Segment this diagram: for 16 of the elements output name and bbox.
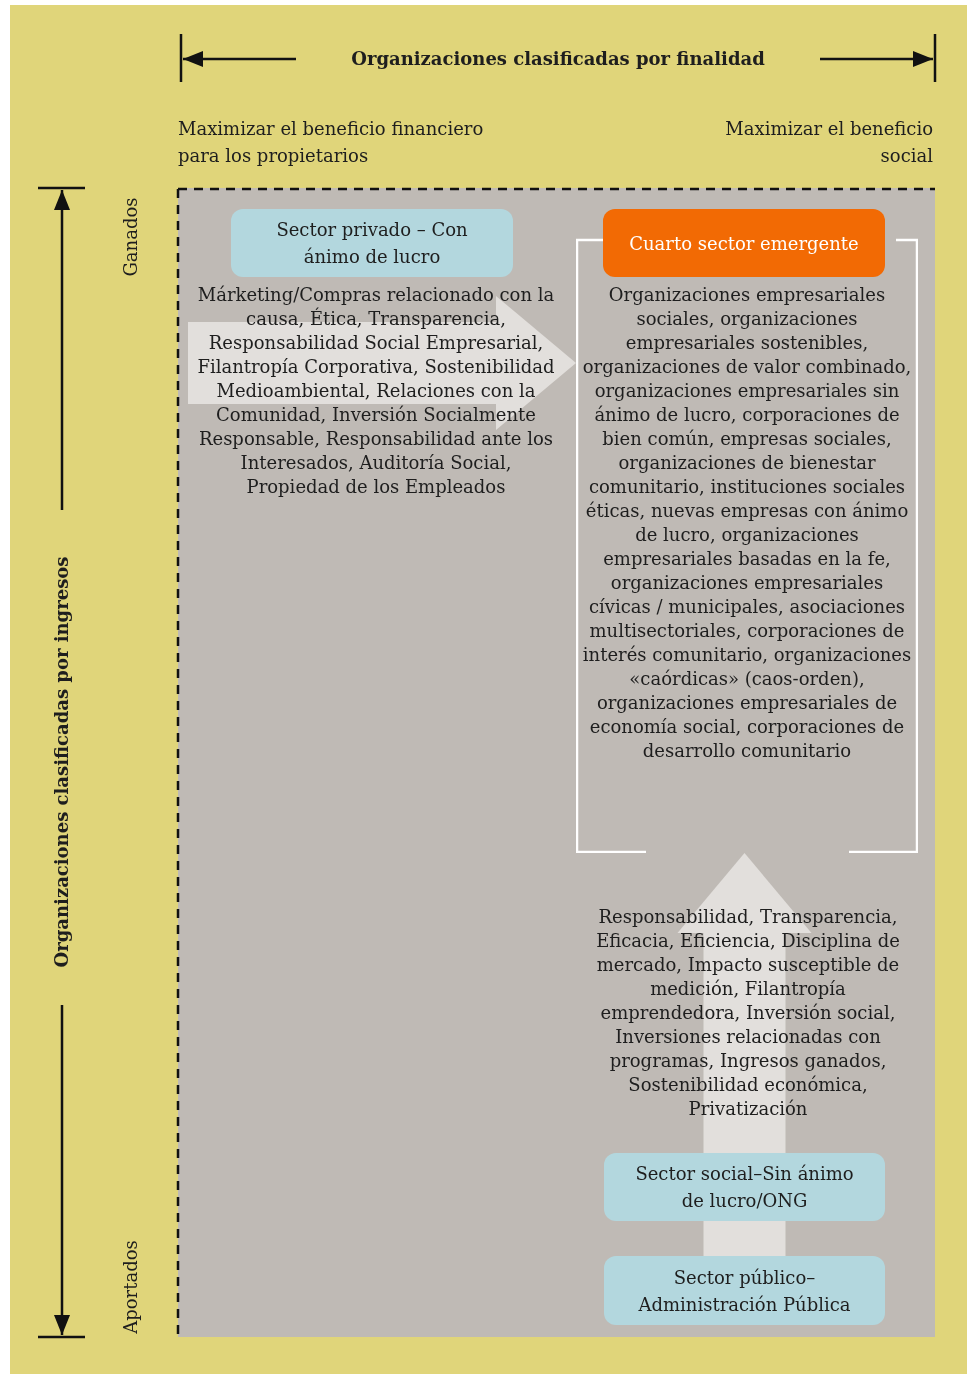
axis-end-label: Aportados (119, 1240, 142, 1334)
axis-end-label: Maximizar el beneficio financiero para los propietarios (178, 117, 485, 168)
sector-description: Organizaciones empresariales sociales, organizaciones empresariales sostenibles, organizaciones de valor combinado, organizaciones empresariales sin ánimo de lucro, corporaciones de bien común, empresas sociales, organizaciones de bienestar comunitario, instituciones sociales éticas, nuevas empresas con ánimo de lucro, organizaciones empresariales basadas en la fe, organizaciones empresariales cívicas / municipales, asociaciones multisectoriales, corporaciones de interés comunitario, organizaciones «caórdicas» (caos-orden), organizaciones empresariales de economía social, corporaciones de desarrollo comunitario (582, 283, 912, 763)
axis-end-label: Ganados (119, 197, 142, 277)
sector-box: Sector privado – Con ánimo de lucro (231, 209, 513, 277)
sector-box: Sector público–Administración Pública (604, 1256, 885, 1325)
axis-title: Organizaciones clasificadas por ingresos (50, 556, 73, 968)
bracket-frame (576, 209, 918, 853)
block-arrow (188, 296, 576, 430)
sector-heading: Cuarto sector emergente (603, 209, 885, 277)
practices-text: Responsabilidad, Transparencia, Eficacia, Eficiencia, Disciplina de mercado, Impacto susceptible de medición, Filantropía emprendedora, Inversión social, Inversiones relacionadas con programas, Ingresos ganados, Sostenibilidad económica, Privatización (595, 905, 901, 1121)
practices-text: Márketing/Compras relacionado con la causa, Ética, Transparencia, Responsabilidad Social Empresarial, Filantropía Corporativa, Sostenibilidad Medioambiental, Relaciones con la Comunidad, Inversión Socialmente Responsable, Responsabilidad ante los Interesados, Auditoría Social, Propiedad de los Empleados (188, 283, 564, 499)
axis-title: Organizaciones clasificadas por finalidad (350, 47, 766, 71)
sector-box: Sector social–Sin ánimo de lucro/ONG (604, 1153, 885, 1221)
block-arrow (677, 853, 812, 1153)
axis-end-label: Maximizar el beneficio social (724, 117, 933, 168)
